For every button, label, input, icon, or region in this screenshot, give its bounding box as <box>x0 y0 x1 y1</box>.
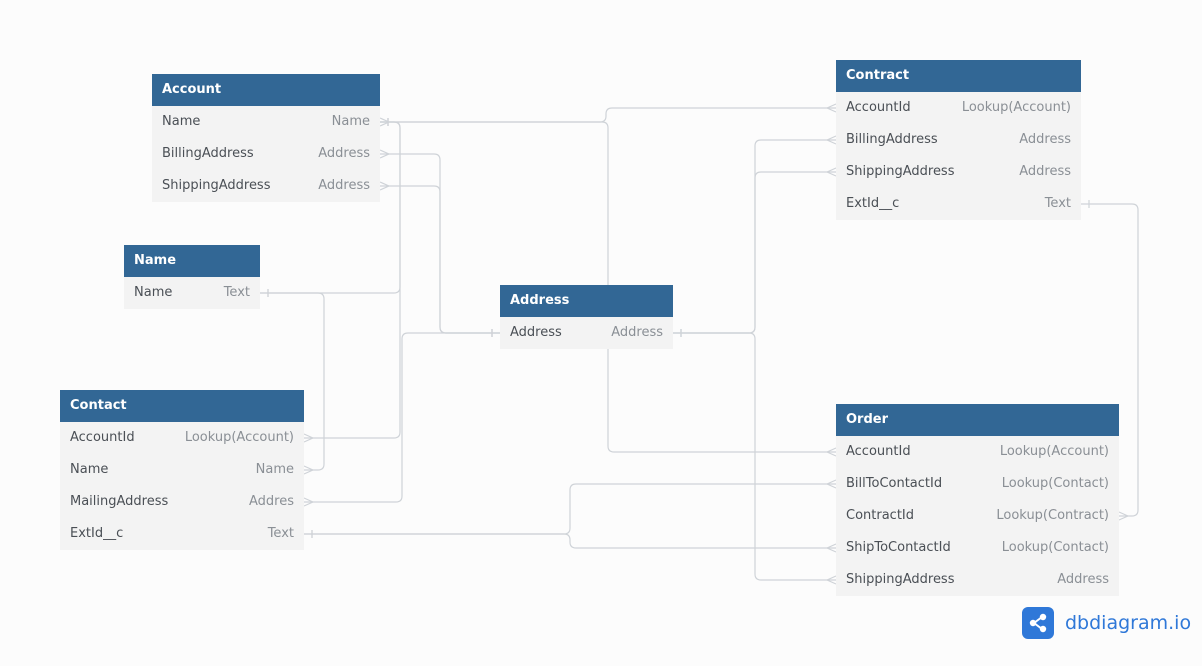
table-row[interactable]: ShippingAddress Address <box>836 156 1081 188</box>
many-marker <box>826 447 837 457</box>
many-marker <box>826 103 837 113</box>
field-type: Lookup(Account) <box>961 100 1071 115</box>
many-marker <box>826 135 837 145</box>
field-name: BillToContactId <box>846 476 943 491</box>
field-name: ShippingAddress <box>846 164 955 179</box>
table-header[interactable]: Contract <box>836 60 1081 92</box>
many-marker <box>303 465 314 475</box>
field-type: Lookup(Account) <box>184 430 294 445</box>
many-marker <box>826 167 837 177</box>
table-header[interactable]: Address <box>500 285 673 317</box>
table-row[interactable]: Name Name <box>152 106 380 138</box>
field-name: MailingAddress <box>70 494 169 509</box>
field-name: ShippingAddress <box>846 572 955 587</box>
relationship-line <box>380 107 836 123</box>
many-marker <box>826 543 837 553</box>
share-nodes-icon <box>1022 607 1054 639</box>
relationship-line <box>673 171 836 334</box>
field-type: Text <box>223 285 250 300</box>
field-type: Address <box>1019 164 1071 179</box>
field-type: Lookup(Contact) <box>1001 476 1109 491</box>
field-name: Name <box>70 462 109 477</box>
field-type: Address <box>318 146 370 161</box>
table-row[interactable]: Name Name <box>60 454 304 486</box>
table-row[interactable]: MailingAddress Addres <box>60 486 304 518</box>
field-type: Name <box>331 114 370 129</box>
many-marker <box>826 479 837 489</box>
field-type: Name <box>255 462 294 477</box>
many-marker <box>826 575 837 585</box>
field-name: Address <box>510 325 562 340</box>
relationship-line <box>304 483 836 535</box>
many-marker <box>379 149 390 159</box>
field-name: ShippingAddress <box>162 178 271 193</box>
table-row[interactable]: Address Address <box>500 317 673 349</box>
field-name: ContractId <box>846 508 915 523</box>
field-type: Lookup(Contract) <box>996 508 1109 523</box>
field-name: BillingAddress <box>846 132 938 147</box>
field-name: AccountId <box>846 444 911 459</box>
field-type: Text <box>267 526 294 541</box>
field-name: ExtId__c <box>70 526 124 541</box>
relationship-line <box>304 533 836 549</box>
field-type: Addres <box>249 494 294 509</box>
table-row[interactable]: BillingAddress Address <box>836 124 1081 156</box>
table-header[interactable]: Contact <box>60 390 304 422</box>
many-marker <box>303 433 314 443</box>
field-name: Name <box>134 285 173 300</box>
field-type: Text <box>1044 196 1071 211</box>
table-row[interactable]: ExtId__c Text <box>836 188 1081 220</box>
field-type: Address <box>1019 132 1071 147</box>
field-name: Name <box>162 114 201 129</box>
many-marker <box>303 497 314 507</box>
table-header[interactable]: Account <box>152 74 380 106</box>
brand-logo[interactable]: dbdiagram.io <box>1022 607 1191 639</box>
table-row[interactable]: ContractId Lookup(Contract) <box>836 500 1119 532</box>
field-type: Address <box>318 178 370 193</box>
field-type: Lookup(Account) <box>999 444 1109 459</box>
table-row[interactable]: AccountId Lookup(Account) <box>836 92 1081 124</box>
relationship-line <box>1081 203 1139 517</box>
relationship-line <box>260 292 325 471</box>
relationship-line <box>304 332 500 503</box>
table-row[interactable]: Name Text <box>124 277 260 309</box>
table-row[interactable]: ShippingAddress Address <box>836 564 1119 596</box>
field-type: Address <box>1057 572 1109 587</box>
table-row[interactable]: BillToContactId Lookup(Contact) <box>836 468 1119 500</box>
relationship-line <box>673 332 836 581</box>
field-type: Address <box>611 325 663 340</box>
relationship-line <box>380 185 500 334</box>
many-marker <box>379 181 390 191</box>
many-marker <box>1118 511 1129 521</box>
field-name: ExtId__c <box>846 196 900 211</box>
field-type: Lookup(Contact) <box>1001 540 1109 555</box>
table-row[interactable]: ShippingAddress Address <box>152 170 380 202</box>
table-header[interactable]: Order <box>836 404 1119 436</box>
brand-name: dbdiagram.io <box>1065 612 1192 634</box>
table-row[interactable]: ShipToContactId Lookup(Contact) <box>836 532 1119 564</box>
field-name: ShipToContactId <box>846 540 951 555</box>
field-name: BillingAddress <box>162 146 254 161</box>
table-row[interactable]: AccountId Lookup(Account) <box>60 422 304 454</box>
table-row[interactable]: AccountId Lookup(Account) <box>836 436 1119 468</box>
table-row[interactable]: ExtId__c Text <box>60 518 304 550</box>
field-name: AccountId <box>70 430 135 445</box>
table-row[interactable]: BillingAddress Address <box>152 138 380 170</box>
field-name: AccountId <box>846 100 911 115</box>
table-header[interactable]: Name <box>124 245 260 277</box>
